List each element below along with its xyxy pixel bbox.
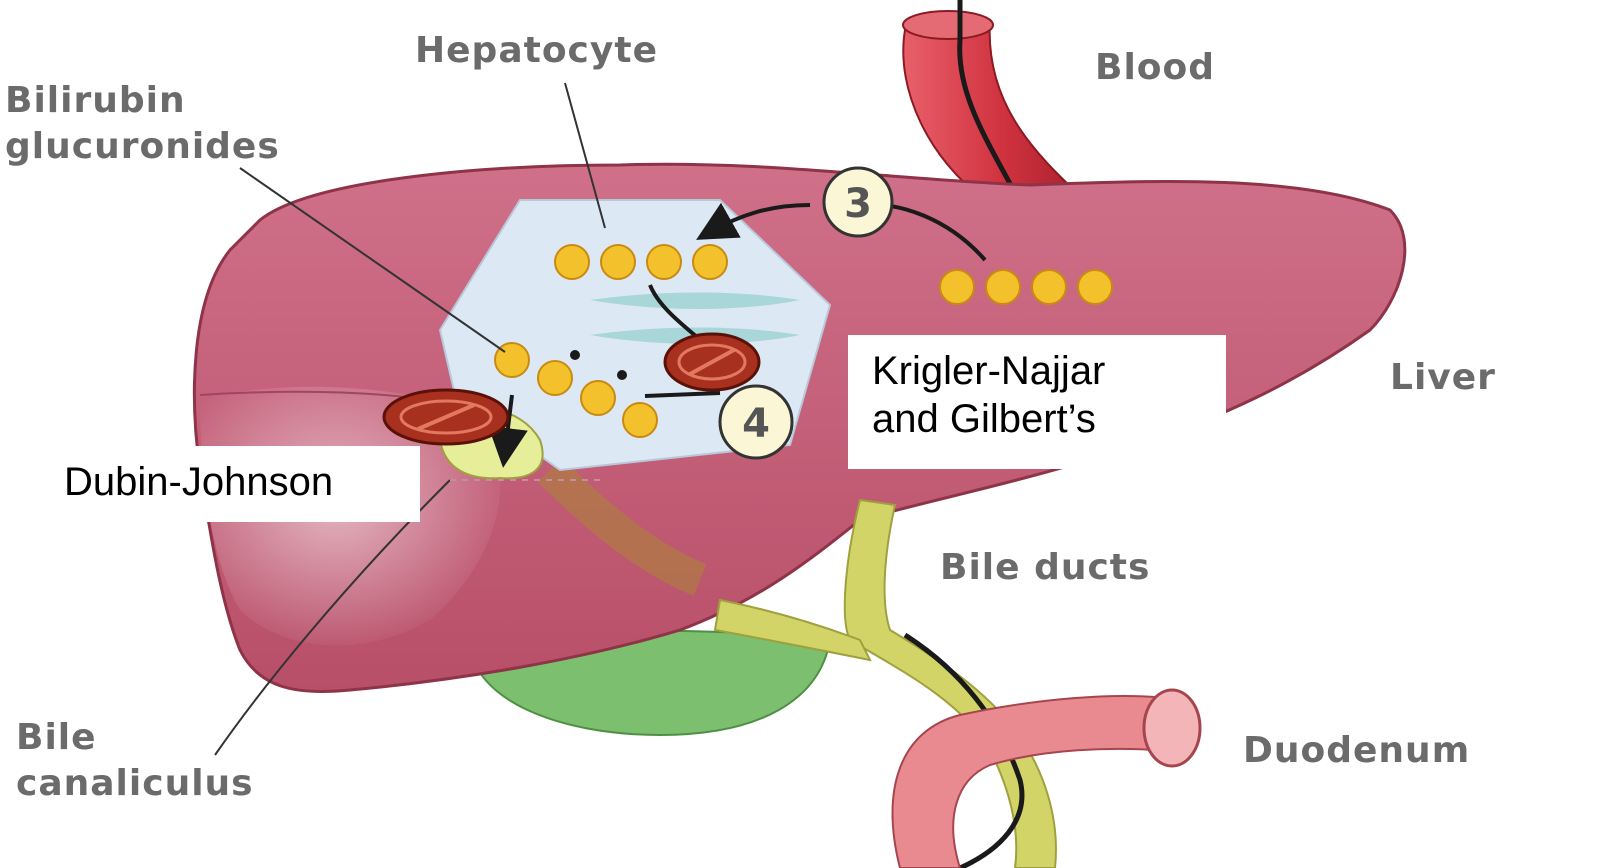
step-4-label: 4 [742,401,770,447]
glucuronides-pointer [239,167,506,353]
duodenum-label: Duodenum [1243,730,1471,771]
step-4-circle [718,384,794,460]
glucuronide-markers [570,350,627,380]
bile-flow-path [537,457,707,596]
hepatocyte-label: Hepatocyte [415,30,658,71]
canaliculus-pointer [214,479,451,756]
crigler-najjar-line-1: Krigler-Najjar [872,349,1106,393]
duodenum-opening [1142,688,1202,768]
bilirubin-glucuronide-chain [494,342,658,438]
no-entry-icon [382,388,510,446]
uptake-arrow-2 [696,202,811,240]
step-3-label: 3 [844,181,872,227]
bilirubin-dots-blood [939,269,1113,305]
blood-vessel-opening [902,10,994,40]
bilirubin-dots-hepatocyte [554,244,728,280]
excretion-arrow [488,394,528,468]
liver-label: Liver [1390,357,1496,398]
crigler-najjar-gilbert-annotation: Krigler-Najjar and Gilbert’s [848,335,1226,469]
bilirubin-glucuronides-label: Bilirubin glucuronides [5,78,280,170]
blood-vessel [902,18,1088,201]
bilirubin-glucuronides-line-1: Bilirubin [5,80,186,121]
bile-canaliculus-line-1: Bile [16,717,97,758]
bile-canaliculus-label: Bile canaliculus [16,715,254,807]
no-entry-icon [663,332,761,392]
bile-duct-branch [713,598,872,662]
blood-label: Blood [1095,47,1216,88]
dubin-johnson-annotation: Dubin-Johnson [48,446,420,522]
bile-ducts-label: Bile ducts [940,547,1151,588]
bile-canaliculus-line-2: canaliculus [16,763,254,804]
crigler-najjar-line-2: and Gilbert’s [872,397,1096,441]
endoplasmic-reticulum-1 [590,292,800,309]
bile-flow-arrow [903,632,1025,868]
step-3-circle [822,166,894,238]
bilirubin-glucuronides-line-2: glucuronides [5,126,280,167]
hepatocyte-pointer [564,82,606,229]
conjugation-arrow [644,391,721,398]
